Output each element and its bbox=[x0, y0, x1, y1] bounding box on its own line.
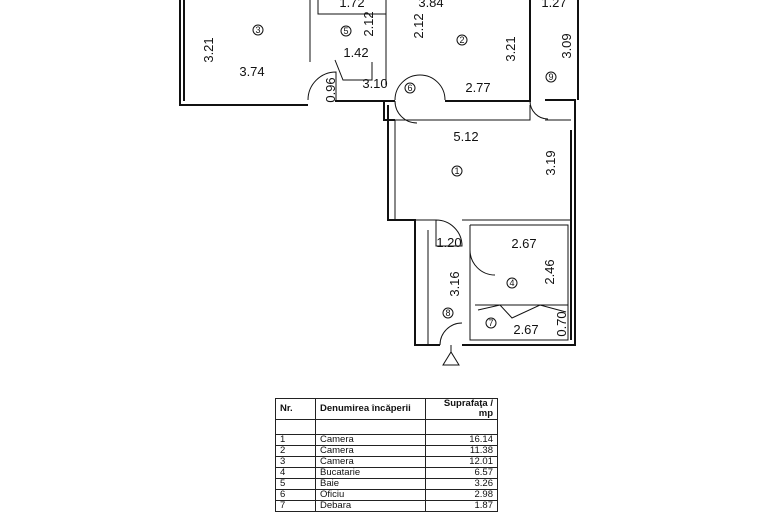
room4-width-label: 2.67 bbox=[511, 236, 536, 251]
room8-number: 8 bbox=[445, 308, 450, 318]
cell-area: 11.38 bbox=[425, 445, 498, 457]
cell-room-name: Baie bbox=[315, 478, 426, 490]
room2-bottom-label: 2.77 bbox=[465, 80, 490, 95]
room4-number: 4 bbox=[509, 278, 514, 288]
table-row: 3 Camera 12.01 bbox=[275, 456, 498, 468]
cell-area: 3.26 bbox=[425, 478, 498, 490]
room3-width-label: 3.74 bbox=[239, 64, 264, 79]
room7-height-label: 0.70 bbox=[554, 311, 569, 336]
room8-height-label: 3.16 bbox=[447, 271, 462, 296]
cell-area: 1.87 bbox=[425, 500, 498, 512]
room7-number: 7 bbox=[488, 318, 493, 328]
table-row: 2 Camera 11.38 bbox=[275, 445, 498, 457]
room6-height-label: 0.96 bbox=[323, 77, 338, 102]
table-row: 4 Bucatarie 6.57 bbox=[275, 467, 498, 479]
area-table: Nr. Denumirea încăperii Suprafaţa / mp 1… bbox=[275, 398, 498, 512]
cell-nr: 6 bbox=[275, 489, 316, 501]
table-spacer-row bbox=[275, 419, 498, 435]
table-row: 1 Camera 16.14 bbox=[275, 434, 498, 446]
cell-room-name: Camera bbox=[315, 445, 426, 457]
cell-room-name: Debara bbox=[315, 500, 426, 512]
room5-height-label: 2.12 bbox=[361, 11, 376, 36]
room5-width-label: 1.42 bbox=[343, 45, 368, 60]
cell-room-name: Oficiu bbox=[315, 489, 426, 501]
cell-nr: 4 bbox=[275, 467, 316, 479]
room2-right-label: 3.21 bbox=[503, 36, 518, 61]
dimension-labels: 3.21 3.74 1.72 2.12 1.42 3.84 2.12 3.21 … bbox=[201, 0, 574, 337]
interior-walls bbox=[309, 0, 571, 345]
room-markers: 3 5 2 9 6 1 4 7 8 bbox=[252, 24, 557, 329]
cell-nr: 7 bbox=[275, 500, 316, 512]
cell-nr: 2 bbox=[275, 445, 316, 457]
room1-height-label: 3.19 bbox=[543, 150, 558, 175]
room8-width-label: 1.20 bbox=[436, 235, 461, 250]
room4-height-label: 2.46 bbox=[542, 259, 557, 284]
cell-area: 2.98 bbox=[425, 489, 498, 501]
entrance-arrow-icon bbox=[442, 351, 460, 366]
cell-area: 12.01 bbox=[425, 456, 498, 468]
room2-number: 2 bbox=[459, 35, 464, 45]
room5-top-label: 1.72 bbox=[339, 0, 364, 10]
room3-number: 3 bbox=[255, 25, 260, 35]
table-row: 6 Oficiu 2.98 bbox=[275, 489, 498, 501]
header-nr: Nr. bbox=[275, 398, 316, 420]
cell-nr: 3 bbox=[275, 456, 316, 468]
cell-room-name: Camera bbox=[315, 434, 426, 446]
room9-top-label: 1.27 bbox=[541, 0, 566, 10]
header-room-name: Denumirea încăperii bbox=[315, 398, 426, 420]
cell-room-name: Bucatarie bbox=[315, 467, 426, 479]
room3-height-label: 3.21 bbox=[201, 37, 216, 62]
room2-left-label: 2.12 bbox=[411, 13, 426, 38]
cell-room-name: Camera bbox=[315, 456, 426, 468]
room6-number: 6 bbox=[407, 83, 412, 93]
room6-width-label: 3.10 bbox=[362, 76, 387, 91]
room9-height-label: 3.09 bbox=[559, 33, 574, 58]
room5-number: 5 bbox=[343, 26, 348, 36]
table-header-row: Nr. Denumirea încăperii Suprafaţa / mp bbox=[275, 398, 498, 420]
cell-nr: 1 bbox=[275, 434, 316, 446]
cell-area: 6.57 bbox=[425, 467, 498, 479]
room1-width-label: 5.12 bbox=[453, 129, 478, 144]
floor-plan: 3.21 3.74 1.72 2.12 1.42 3.84 2.12 3.21 … bbox=[179, 0, 579, 366]
room9-number: 9 bbox=[548, 72, 553, 82]
table-row: 7 Debara 1.87 bbox=[275, 500, 498, 512]
header-area: Suprafaţa / mp bbox=[425, 398, 498, 420]
room1-number: 1 bbox=[454, 166, 459, 176]
cell-nr: 5 bbox=[275, 478, 316, 490]
exterior-walls bbox=[179, 0, 579, 346]
cell-area: 16.14 bbox=[425, 434, 498, 446]
door-swings bbox=[307, 71, 549, 346]
room7-width-label: 2.67 bbox=[513, 322, 538, 337]
room2-top-label: 3.84 bbox=[418, 0, 443, 10]
table-row: 5 Baie 3.26 bbox=[275, 478, 498, 490]
